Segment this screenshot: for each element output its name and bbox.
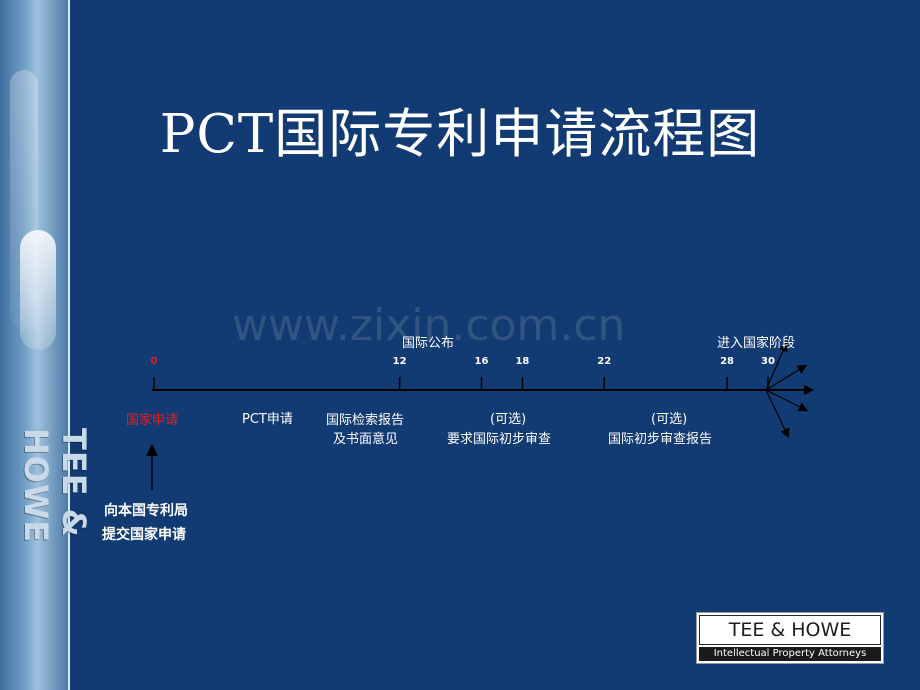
page-title: PCT国际专利申请流程图 (159, 104, 761, 165)
label-prelim-exam-report: 国际初步审查报告 (608, 432, 713, 447)
tick-label-30: 30 (761, 356, 775, 367)
timeline-arrowhead (804, 385, 814, 395)
logo-tagline: Intellectual Property Attorneys (699, 647, 881, 661)
tick-label-18: 18 (515, 356, 529, 367)
fan-arrow-1 (765, 341, 788, 391)
tick-label-16: 16 (475, 356, 489, 367)
label-optional-1: (可选) (490, 412, 527, 427)
label-submit-line1: 向本国专利局 (104, 503, 188, 519)
left-decorative-strip: TEE & HOWE (0, 0, 93, 690)
label-search-report-line2: 及书面意见 (333, 432, 399, 447)
tick-label-12: 12 (393, 356, 407, 367)
label-national-phase: 进入国家阶段 (717, 336, 796, 351)
label-optional-2: (可选) (651, 412, 688, 427)
logo-name: TEE & HOWE (699, 615, 881, 645)
watermark: www.zixin.com.cn (232, 300, 626, 351)
label-international-publication: 国际公布 (402, 336, 455, 351)
label-search-report-line1: 国际检索报告 (326, 413, 405, 428)
tick-label-0: 0 (151, 356, 158, 367)
label-demand-prelim-exam: 要求国际初步审查 (447, 432, 552, 447)
tick-label-28: 28 (720, 356, 734, 367)
timeline-ticks: 0 12 16 18 22 28 30 (151, 356, 775, 390)
fan-arrow-4 (765, 389, 790, 439)
fan-arrows (765, 341, 809, 439)
label-submit-line2: 提交国家申请 (102, 527, 186, 543)
tick-label-22: 22 (597, 356, 611, 367)
fan-arrow-3 (765, 389, 809, 412)
label-pct-filing: PCT申请 (242, 412, 293, 427)
label-national-filing: 国家申请 (126, 413, 179, 428)
fan-arrow-2 (765, 364, 808, 391)
company-logo: TEE & HOWE Intellectual Property Attorne… (696, 612, 884, 664)
